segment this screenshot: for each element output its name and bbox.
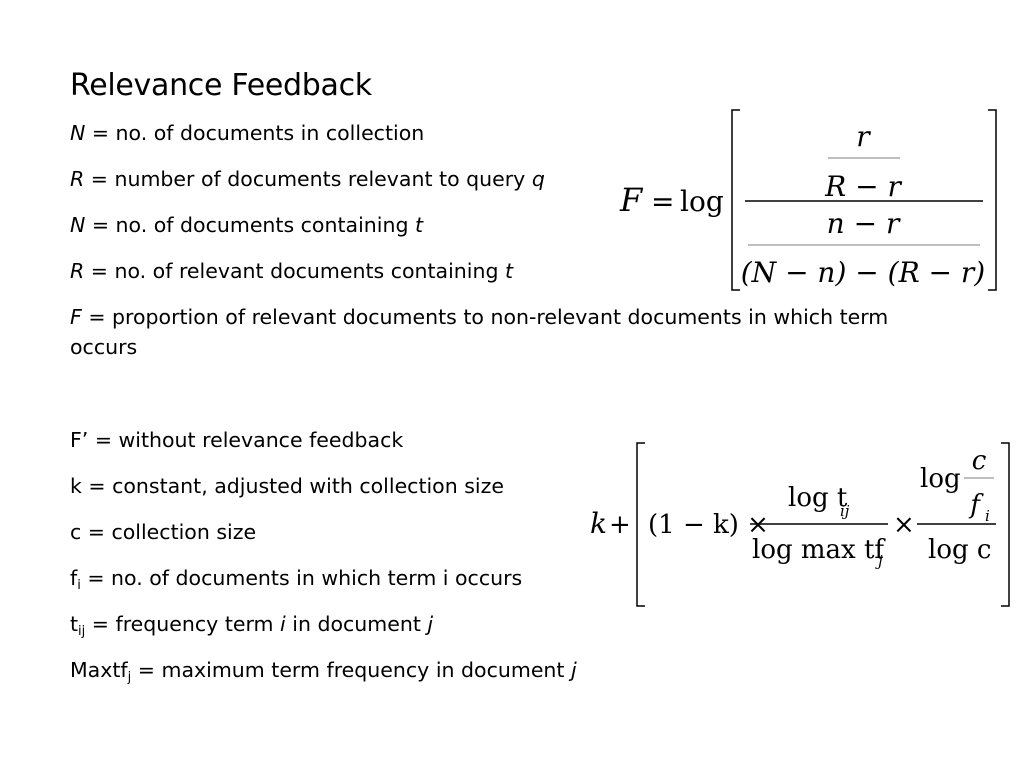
definition-line: N = no. of documents containing t — [70, 210, 423, 240]
definition-line: k = constant, adjusted with collection s… — [70, 471, 504, 501]
definition-line: Maxtfj = maximum term frequency in docum… — [70, 655, 577, 685]
definition-text: = no. of relevant documents containing — [84, 259, 506, 283]
symbol: F — [70, 305, 82, 329]
symbol: R — [70, 259, 85, 283]
symbol: j — [427, 612, 434, 636]
symbol: j — [570, 658, 577, 682]
formula-symbol-k: k — [590, 507, 607, 540]
definition-line: fi = no. of documents in which term i oc… — [70, 563, 522, 593]
formula-symbol-f: f — [968, 490, 984, 520]
formula-symbol-c: c — [972, 446, 987, 476]
definition-text: = no. of documents in which term i occur… — [80, 566, 523, 590]
definition-text: = number of documents relevant to query — [84, 167, 532, 191]
symbol: t — [414, 213, 424, 237]
formula-num-top: r — [856, 120, 871, 153]
symbol: f — [70, 566, 78, 590]
formula-feedback-weight: k + (1 − k) × log t ij log max tf j × lo… — [590, 446, 991, 570]
definition-text: c = collection size — [70, 520, 257, 544]
definition-text: = frequency term — [85, 612, 281, 636]
formula-subscript: ij — [840, 502, 850, 520]
definition-text: in document — [285, 612, 428, 636]
subscript: ij — [78, 624, 86, 639]
formula-times: × — [893, 510, 915, 540]
definition-line: F = proportion of relevant documents to … — [70, 302, 920, 362]
symbol: t — [70, 612, 79, 636]
symbol: q — [531, 167, 545, 191]
right-bracket — [988, 109, 997, 291]
formula-log-max-tf: log max tf — [752, 535, 886, 565]
definition-text: = no. of documents in collection — [85, 121, 425, 145]
symbol: N — [70, 213, 86, 237]
formula-subscript: j — [875, 552, 883, 570]
left-bracket — [636, 442, 645, 607]
formula-one-minus-k: (1 − k) × — [648, 510, 769, 540]
definition-text: k = constant, adjusted with collection s… — [70, 474, 504, 498]
definition-line: N = no. of documents in collection — [70, 118, 424, 148]
subscript: i — [77, 578, 81, 593]
symbol: i — [280, 612, 286, 636]
definition-line: tij = frequency term i in document j — [70, 609, 433, 639]
subscript: j — [127, 670, 132, 685]
formula-log-t: log t — [788, 483, 848, 513]
definition-text: = proportion of relevant documents to no… — [70, 305, 889, 359]
definition-line: R = number of documents relevant to quer… — [70, 164, 545, 194]
definition-line: c = collection size — [70, 517, 256, 547]
right-bracket — [1001, 442, 1010, 607]
formula-symbol-F: F — [619, 181, 644, 219]
definition-text: = maximum term frequency in document — [131, 658, 571, 682]
symbol: t — [505, 259, 514, 283]
definition-text: = no. of documents containing — [85, 213, 415, 237]
definition-line: R = no. of relevant documents containing… — [70, 256, 513, 286]
symbol: Maxtf — [70, 658, 128, 682]
definition-line: F’ = without relevance feedback — [70, 425, 403, 455]
symbol: R — [70, 167, 85, 191]
formula-log-c: log c — [928, 535, 991, 565]
formula-num-bottom: R − r — [824, 170, 902, 203]
slide-title: Relevance Feedback — [70, 68, 372, 103]
formula-log: log — [920, 464, 961, 494]
left-bracket — [731, 109, 740, 291]
formula-plus: + — [609, 510, 631, 540]
formula-equals: = — [651, 185, 674, 218]
formula-log: log — [680, 185, 724, 218]
formula-den-top: n − r — [827, 207, 901, 240]
formula-den-bottom: (N − n) − (R − r) — [741, 256, 985, 289]
symbol: N — [70, 121, 86, 145]
formula-subscript: i — [985, 507, 990, 525]
definition-text: F’ = without relevance feedback — [70, 428, 404, 452]
